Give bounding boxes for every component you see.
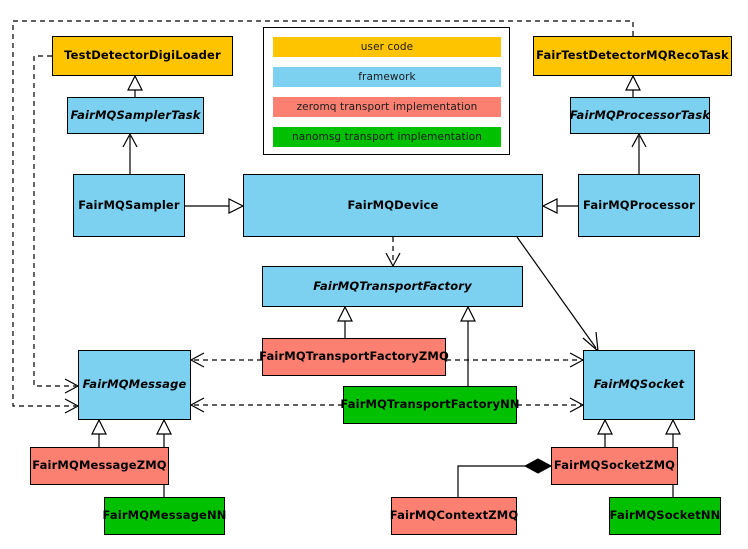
color-legend: user code framework zeromq transport imp… xyxy=(263,27,510,155)
class-node-fairtestdetectormqrecotask[interactable]: FairTestDetectorMQRecoTask xyxy=(533,36,732,76)
legend-item-nanomsg: nanomsg transport implementation xyxy=(273,127,501,147)
class-node-fairmqsampler[interactable]: FairMQSampler xyxy=(73,174,185,237)
edge-sampler-to-samplertask xyxy=(122,132,138,174)
class-node-fairmqtransportfactory[interactable]: FairMQTransportFactory xyxy=(262,266,523,307)
class-node-fairmqdevice[interactable]: FairMQDevice xyxy=(243,174,543,237)
edge-transportfactoryzmq-to-transportfactory xyxy=(337,305,353,338)
edge-processortask-to-recotask xyxy=(625,74,641,97)
legend-item-zeromq: zeromq transport implementation xyxy=(273,97,501,117)
edge-processor-to-device xyxy=(541,198,578,214)
edge-samplertask-to-digiloader xyxy=(127,74,143,97)
class-node-fairmqtransportfactorynn[interactable]: FairMQTransportFactoryNN xyxy=(340,386,520,424)
class-node-fairmqtransportfactoryzmq[interactable]: FairMQTransportFactoryZMQ xyxy=(259,338,449,376)
edge-transportfactorynn-to-transportfactory xyxy=(460,305,476,386)
class-node-fairmqsocketzmq[interactable]: FairMQSocketZMQ xyxy=(551,447,678,485)
class-node-fairmqsamplertask[interactable]: FairMQSamplerTask xyxy=(67,97,204,134)
class-node-fairmqsocket[interactable]: FairMQSocket xyxy=(583,350,695,420)
edge-sampler-to-device xyxy=(185,198,245,214)
edge-socketzmq-composition-contextzmq xyxy=(457,458,553,497)
class-node-testdetectordigiloader[interactable]: TestDetectorDigiLoader xyxy=(52,36,233,76)
class-node-fairmqprocessortask[interactable]: FairMQProcessorTask xyxy=(570,97,710,134)
edge-transportfactorynn-to-message xyxy=(189,397,343,413)
class-node-fairmqcontextzmq[interactable]: FairMQContextZMQ xyxy=(390,497,518,535)
legend-item-framework: framework xyxy=(273,67,501,87)
edge-device-to-transportfactory xyxy=(385,237,401,268)
edge-socketzmq-to-socket xyxy=(597,418,613,447)
edge-device-to-socket xyxy=(516,236,599,353)
legend-item-user-code: user code xyxy=(273,37,501,57)
class-node-fairmqmessagenn[interactable]: FairMQMessageNN xyxy=(103,497,226,535)
class-node-fairmqmessagezmq[interactable]: FairMQMessageZMQ xyxy=(30,447,169,485)
class-node-fairmqsocketnn[interactable]: FairMQSocketNN xyxy=(609,497,721,535)
edge-processor-to-processortask xyxy=(631,132,647,174)
edge-messagezmq-to-message xyxy=(91,418,107,447)
edge-transportfactoryzmq-to-message xyxy=(189,352,262,368)
class-node-fairmqprocessor[interactable]: FairMQProcessor xyxy=(578,174,700,237)
edge-transportfactorynn-to-socket xyxy=(517,397,585,413)
edge-transportfactoryzmq-to-socket xyxy=(446,352,585,368)
class-node-fairmqmessage[interactable]: FairMQMessage xyxy=(78,350,191,420)
